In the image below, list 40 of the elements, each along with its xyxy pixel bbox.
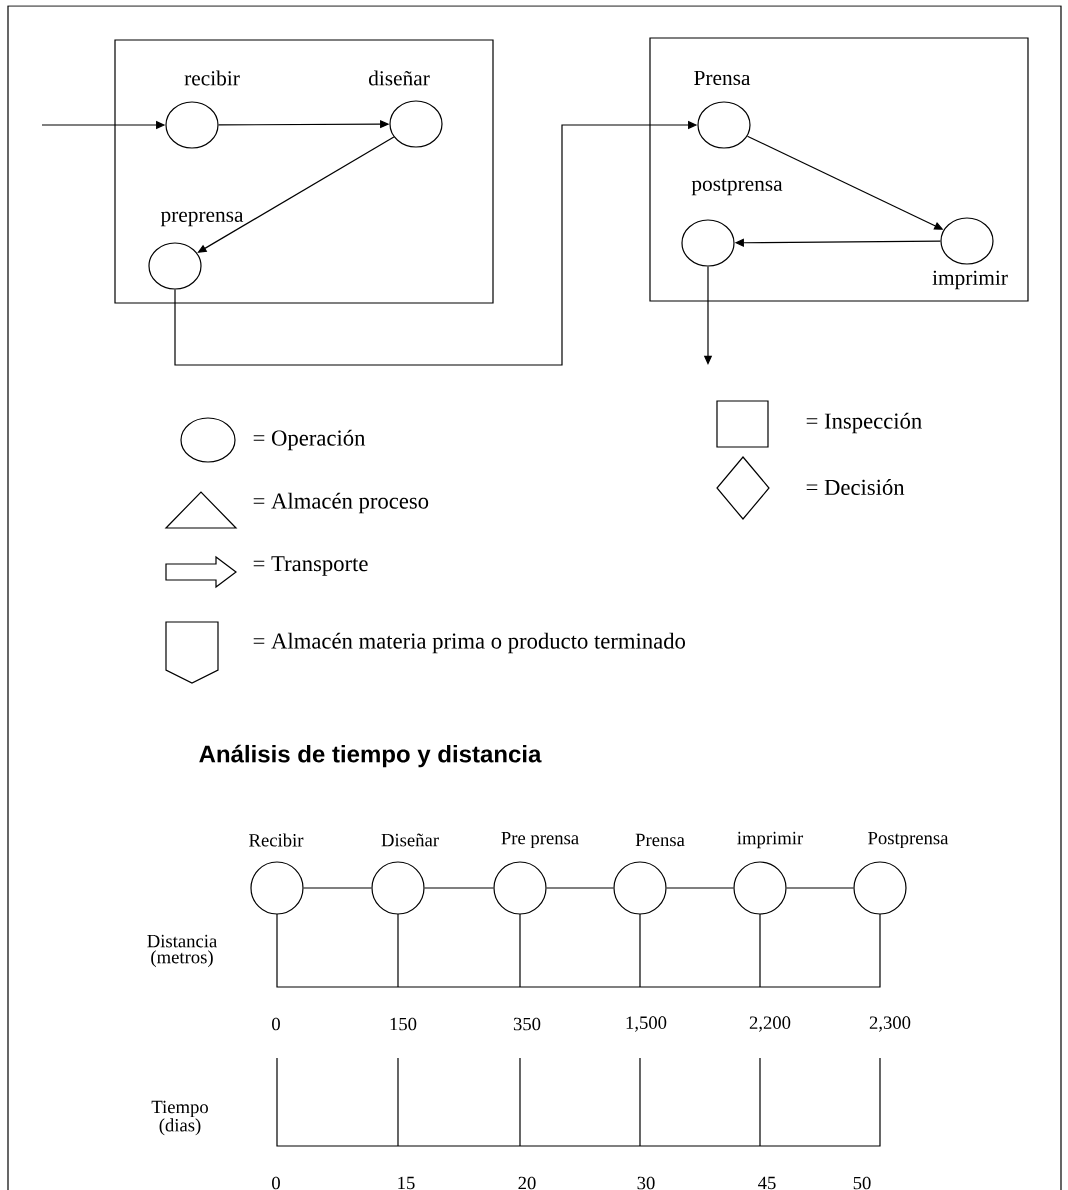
distance-value: 350 [513, 1017, 541, 1031]
connector-line [303, 887, 372, 889]
node-label: diseñar [368, 70, 430, 86]
time-value: 20 [518, 1176, 536, 1190]
node-label: Recibir [249, 833, 304, 847]
legend-entry: = Decisión [716, 456, 905, 520]
node-label: Postprensa [868, 831, 949, 849]
heading: Análisis de tiempo y distancia [199, 744, 542, 768]
arrow [197, 136, 395, 253]
axis-label: Tiempo (dias) [151, 1100, 208, 1136]
distance-value: 150 [390, 1017, 417, 1031]
time-value: 15 [398, 1176, 415, 1190]
node-label: postprensa [691, 178, 783, 196]
node-label: Pre prensa [501, 831, 579, 849]
node-label: Prensa [694, 70, 751, 86]
distance-value: 2,300 [869, 1016, 911, 1032]
connector-line [666, 887, 734, 889]
distance-value: 0 [272, 1017, 280, 1031]
time-value: 50 [853, 1176, 871, 1190]
node-label: Diseñar [381, 833, 439, 847]
legend-entry: = Almacén materia prima o producto terminado [165, 621, 686, 684]
node-label: imprimir [737, 831, 804, 849]
legend-entry: = Inspección [716, 400, 922, 448]
area-box [114, 39, 494, 304]
node-label: recibir [184, 70, 240, 86]
area-box [649, 37, 1029, 302]
time-value: 0 [272, 1176, 280, 1190]
time-value: 45 [758, 1176, 776, 1190]
time-value: 30 [637, 1176, 655, 1190]
node-label: imprimir [932, 270, 1008, 290]
node-label: Prensa [635, 833, 685, 847]
connector-line [786, 887, 854, 889]
connector-line [546, 887, 614, 889]
legend-entry: = Operación [180, 417, 366, 463]
distance-value: 2,200 [749, 1016, 791, 1032]
connector-line [424, 887, 494, 889]
legend-entry: = Transporte [165, 555, 368, 589]
axis-label: Distancia (metros) [147, 934, 217, 968]
distance-value: 1,500 [626, 1016, 667, 1032]
node-label: preprensa [160, 211, 244, 227]
